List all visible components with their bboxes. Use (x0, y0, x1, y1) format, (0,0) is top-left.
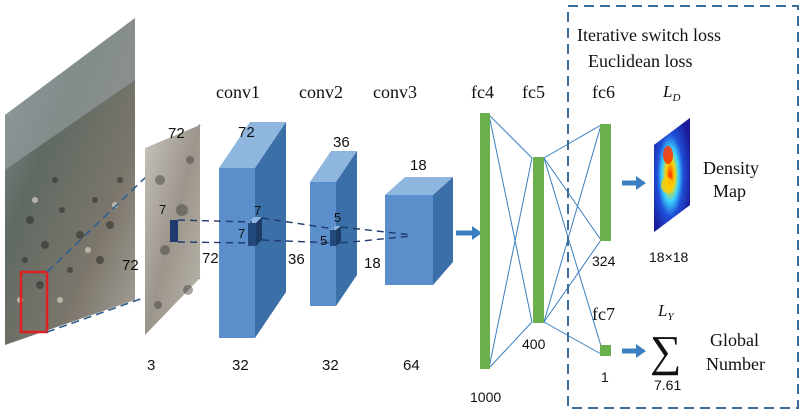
fc5-label: fc5 (522, 82, 545, 102)
input-width-label: 72 (168, 125, 185, 142)
input-patch-image (145, 125, 200, 335)
conv2-width-label: 36 (333, 134, 350, 151)
fc7-label: fc7 (592, 304, 615, 324)
fc4-size-label: 1000 (470, 389, 501, 405)
conv2-channels-label: 32 (322, 357, 339, 374)
density-size-label: 18×18 (649, 249, 689, 265)
global-value-label: 7.61 (654, 377, 681, 393)
euclidean-loss-label: Euclidean loss (588, 51, 692, 71)
fc4-bar (480, 113, 490, 369)
crowd-scene-image (5, 18, 135, 345)
density-map-heatmap (654, 118, 690, 232)
conv3-width-label: 18 (410, 157, 427, 174)
summation-icon: ∑ (650, 327, 681, 376)
fc6-label: fc6 (592, 82, 615, 102)
conv3-channels-label: 64 (403, 357, 420, 374)
fc6-bar (600, 124, 611, 241)
conv1-height-label: 72 (202, 250, 219, 267)
kernel2-left-label: 5 (320, 233, 327, 248)
conv3-label: conv3 (373, 82, 417, 102)
input-channels-label: 3 (147, 357, 155, 374)
fc7-bar (600, 345, 611, 356)
conv1-label: conv1 (216, 82, 260, 102)
global-loss-symbol: LY (657, 301, 675, 323)
kernel1-side-label: 7 (254, 203, 261, 218)
conv3-height-label: 18 (364, 255, 381, 272)
fc5-size-label: 400 (522, 336, 546, 352)
arrow-conv3-to-fc4 (456, 226, 482, 240)
fc5-bar (533, 157, 544, 323)
selected-patch-frame (19, 270, 49, 334)
kernel2-side-label: 5 (334, 210, 341, 225)
fc-connections (488, 114, 602, 369)
arrow-fc6-to-density (622, 176, 646, 190)
global-label-line2: Number (706, 354, 765, 374)
conv2-height-label: 36 (288, 251, 305, 268)
iterative-switch-loss-label: Iterative switch loss (577, 25, 721, 45)
global-label-line1: Global (710, 330, 759, 350)
conv2-block (310, 151, 357, 306)
kernel1-top-label: 7 (159, 202, 166, 217)
density-label-line1: Density (703, 158, 759, 178)
kernel1-left-label: 7 (238, 226, 245, 241)
density-loss-symbol: LD (662, 82, 680, 104)
fc7-size-label: 1 (601, 369, 609, 385)
fc6-size-label: 324 (592, 253, 616, 269)
conv1-width-label: 72 (238, 124, 255, 141)
conv3-block (385, 177, 453, 285)
conv1-block (219, 122, 286, 338)
conv1-channels-label: 32 (232, 357, 249, 374)
conv2-label: conv2 (299, 82, 343, 102)
density-label-line2: Map (713, 181, 746, 201)
input-height-label: 72 (122, 257, 139, 274)
fc4-label: fc4 (471, 82, 494, 102)
arrow-fc7-to-global (622, 344, 646, 358)
loss-region-box (567, 5, 799, 409)
kernel-projection-lines (177, 217, 413, 244)
